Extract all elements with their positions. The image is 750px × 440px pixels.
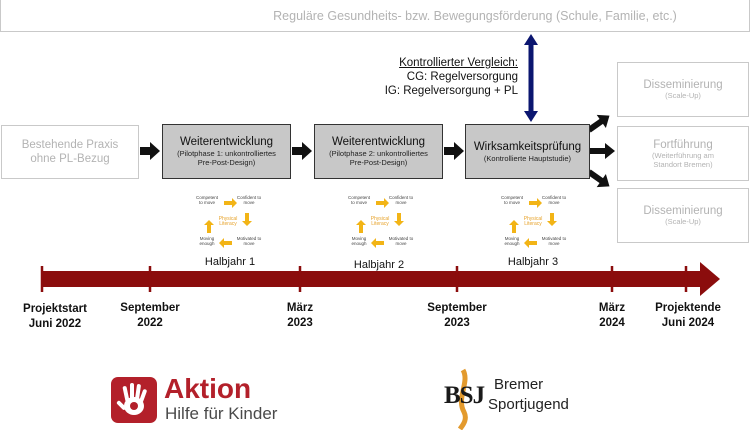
double-arrow xyxy=(524,34,538,122)
top-banner-text: Reguläre Gesundheits- bzw. Bewegungsförd… xyxy=(273,8,677,23)
timeline-label-sep-2022-1: September xyxy=(120,302,180,314)
hand-icon xyxy=(111,377,157,423)
outcome-3-title: Disseminierung xyxy=(643,205,723,217)
timeline-arrow xyxy=(42,262,720,296)
existing-practice-box: Bestehende Praxis ohne PL-Bezug xyxy=(1,125,139,179)
phase-1-sub1: (Pilotphase 1: unkontrolliertes xyxy=(177,149,276,158)
cycle-2-moving: Moving enough xyxy=(351,236,367,246)
timeline-label-start-1: Projektstart xyxy=(23,303,87,315)
phase-3-title: Wirksamkeitsprüfung xyxy=(473,140,582,153)
cycle-1-center: Physical Literacy xyxy=(218,216,238,227)
phase-2-sub1: (Pilotphase 2: unkontrolliertes xyxy=(329,149,428,158)
cycle-2-motivated: Motivated to move xyxy=(388,236,414,246)
half-year-1: Halbjahr 1 xyxy=(204,256,256,268)
outcome-dissemination-bottom: Disseminierung (Scale-Up) xyxy=(617,188,749,243)
bsj-logo: BSJ Bremer Sportjugend xyxy=(440,368,580,430)
timeline-label-sep-2022-2: 2022 xyxy=(137,317,163,329)
arrow-existing-to-phase1 xyxy=(140,142,160,160)
pl-cycle-3: Competent to move Confident to move Phys… xyxy=(493,193,573,253)
cycle-2-confident: Confident to move xyxy=(388,195,414,205)
cycle-1-confident: Confident to move xyxy=(236,195,262,205)
flow-arrows xyxy=(140,114,615,188)
cycle-3-center: Physical Literacy xyxy=(523,216,543,227)
cycle-3-motivated: Motivated to move xyxy=(541,236,567,246)
phase-2-box: Weiterentwicklung (Pilotphase 2: unkontr… xyxy=(314,124,443,179)
half-year-2: Halbjahr 2 xyxy=(353,259,405,271)
bsj-line1: Bremer xyxy=(494,376,544,393)
cycle-2-competent: Competent to move xyxy=(347,195,370,205)
cycle-1-motivated: Motivated to move xyxy=(236,236,262,246)
outcome-dissemination-top: Disseminierung (Scale-Up) xyxy=(617,62,749,117)
phase-2-title: Weiterentwicklung xyxy=(331,136,426,148)
bsj-mark-icon xyxy=(457,368,468,430)
phase-3-sub1: (Kontrollierte Hauptstudie) xyxy=(483,153,572,163)
cycle-3-confident: Confident to move xyxy=(541,195,567,205)
phase-1-title: Weiterentwicklung xyxy=(179,136,274,148)
timeline-label-sep-2023: September 2023 xyxy=(407,301,507,331)
timeline-label-end-2: Juni 2024 xyxy=(661,317,715,329)
comparison-ig: IG: Regelversorgung + PL xyxy=(384,85,518,97)
phase-2-sub2: Pre-Post-Design) xyxy=(349,158,408,167)
timeline-label-start: Projektstart Juni 2022 xyxy=(2,302,108,332)
timeline-label-end: Projektende Juni 2024 xyxy=(638,301,738,331)
outcome-3-sub: (Scale-Up) xyxy=(665,217,701,226)
timeline-label-start-2: Juni 2022 xyxy=(28,318,82,330)
phase-1-box: Weiterentwicklung (Pilotphase 1: unkontr… xyxy=(162,124,291,179)
outcome-continuation: Fortführung (Weiterführung am Standort B… xyxy=(617,126,749,181)
outcome-2-sub: (Weiterführung am Standort Bremen) xyxy=(652,150,714,169)
timeline-label-mar-2024-1: März xyxy=(598,302,626,314)
timeline-label-end-1: Projektende xyxy=(655,302,721,314)
comparison-heading: Kontrollierter Vergleich: xyxy=(399,57,518,69)
aktion-subtitle: Hilfe für Kinder xyxy=(165,404,278,423)
comparison-cg: CG: Regelversorgung xyxy=(406,71,518,83)
cycle-1-competent: Competent to move xyxy=(195,195,218,205)
cycle-arrows-icon xyxy=(356,198,404,248)
bsj-letters: BSJ xyxy=(444,382,485,409)
comparison-label: Kontrollierter Vergleich: CG: Regelverso… xyxy=(380,56,518,98)
cycle-3-competent: Competent to move xyxy=(500,195,523,205)
phase-1-sub2: Pre-Post-Design) xyxy=(197,158,256,167)
timeline-label-mar-2024: März 2024 xyxy=(572,301,652,331)
cycle-1-moving: Moving enough xyxy=(199,236,215,246)
pl-cycle-1: Competent to move Confident to move Phys… xyxy=(188,193,268,253)
arrow-to-dissemination-top xyxy=(587,114,610,133)
timeline-label-mar-2024-2: 2024 xyxy=(599,317,625,329)
cycle-3-moving: Moving enough xyxy=(504,236,520,246)
arrow-to-dissemination-bottom xyxy=(587,169,610,188)
pl-cycle-2: Competent to move Confident to move Phys… xyxy=(340,193,420,253)
timeline-label-mar-2023-2: 2023 xyxy=(287,317,313,329)
timeline-label-sep-2022: September 2022 xyxy=(100,301,200,331)
timeline-ticks xyxy=(40,266,688,292)
cycle-2-center: Physical Literacy xyxy=(370,216,390,227)
cycle-arrows-icon xyxy=(509,198,557,248)
arrow-phase1-to-phase2 xyxy=(292,142,312,160)
outcome-2-title: Fortführung xyxy=(653,138,713,151)
outcome-1-sub: (Scale-Up) xyxy=(665,91,701,100)
existing-practice-line2: ohne PL-Bezug xyxy=(30,153,110,165)
timeline-label-sep-2023-2: 2023 xyxy=(444,317,470,329)
outcome-1-title: Disseminierung xyxy=(643,79,723,91)
timeline-label-mar-2023: März 2023 xyxy=(260,301,340,331)
cycle-arrows-icon xyxy=(204,198,252,248)
arrow-phase2-to-phase3 xyxy=(444,142,464,160)
existing-practice-line1: Bestehende Praxis xyxy=(21,139,119,151)
aktion-title: Aktion xyxy=(164,373,252,404)
phase-3-box: Wirksamkeitsprüfung (Kontrollierte Haupt… xyxy=(465,124,590,179)
aktion-logo: Aktion Hilfe für Kinder xyxy=(110,373,310,424)
timeline-label-sep-2023-1: September xyxy=(427,302,487,314)
bsj-line2: Sportjugend xyxy=(488,396,569,413)
timeline-label-mar-2023-1: März xyxy=(286,302,314,314)
arrow-to-continuation xyxy=(590,143,615,159)
top-banner: Reguläre Gesundheits- bzw. Bewegungsförd… xyxy=(0,0,750,32)
half-year-3: Halbjahr 3 xyxy=(507,256,559,268)
